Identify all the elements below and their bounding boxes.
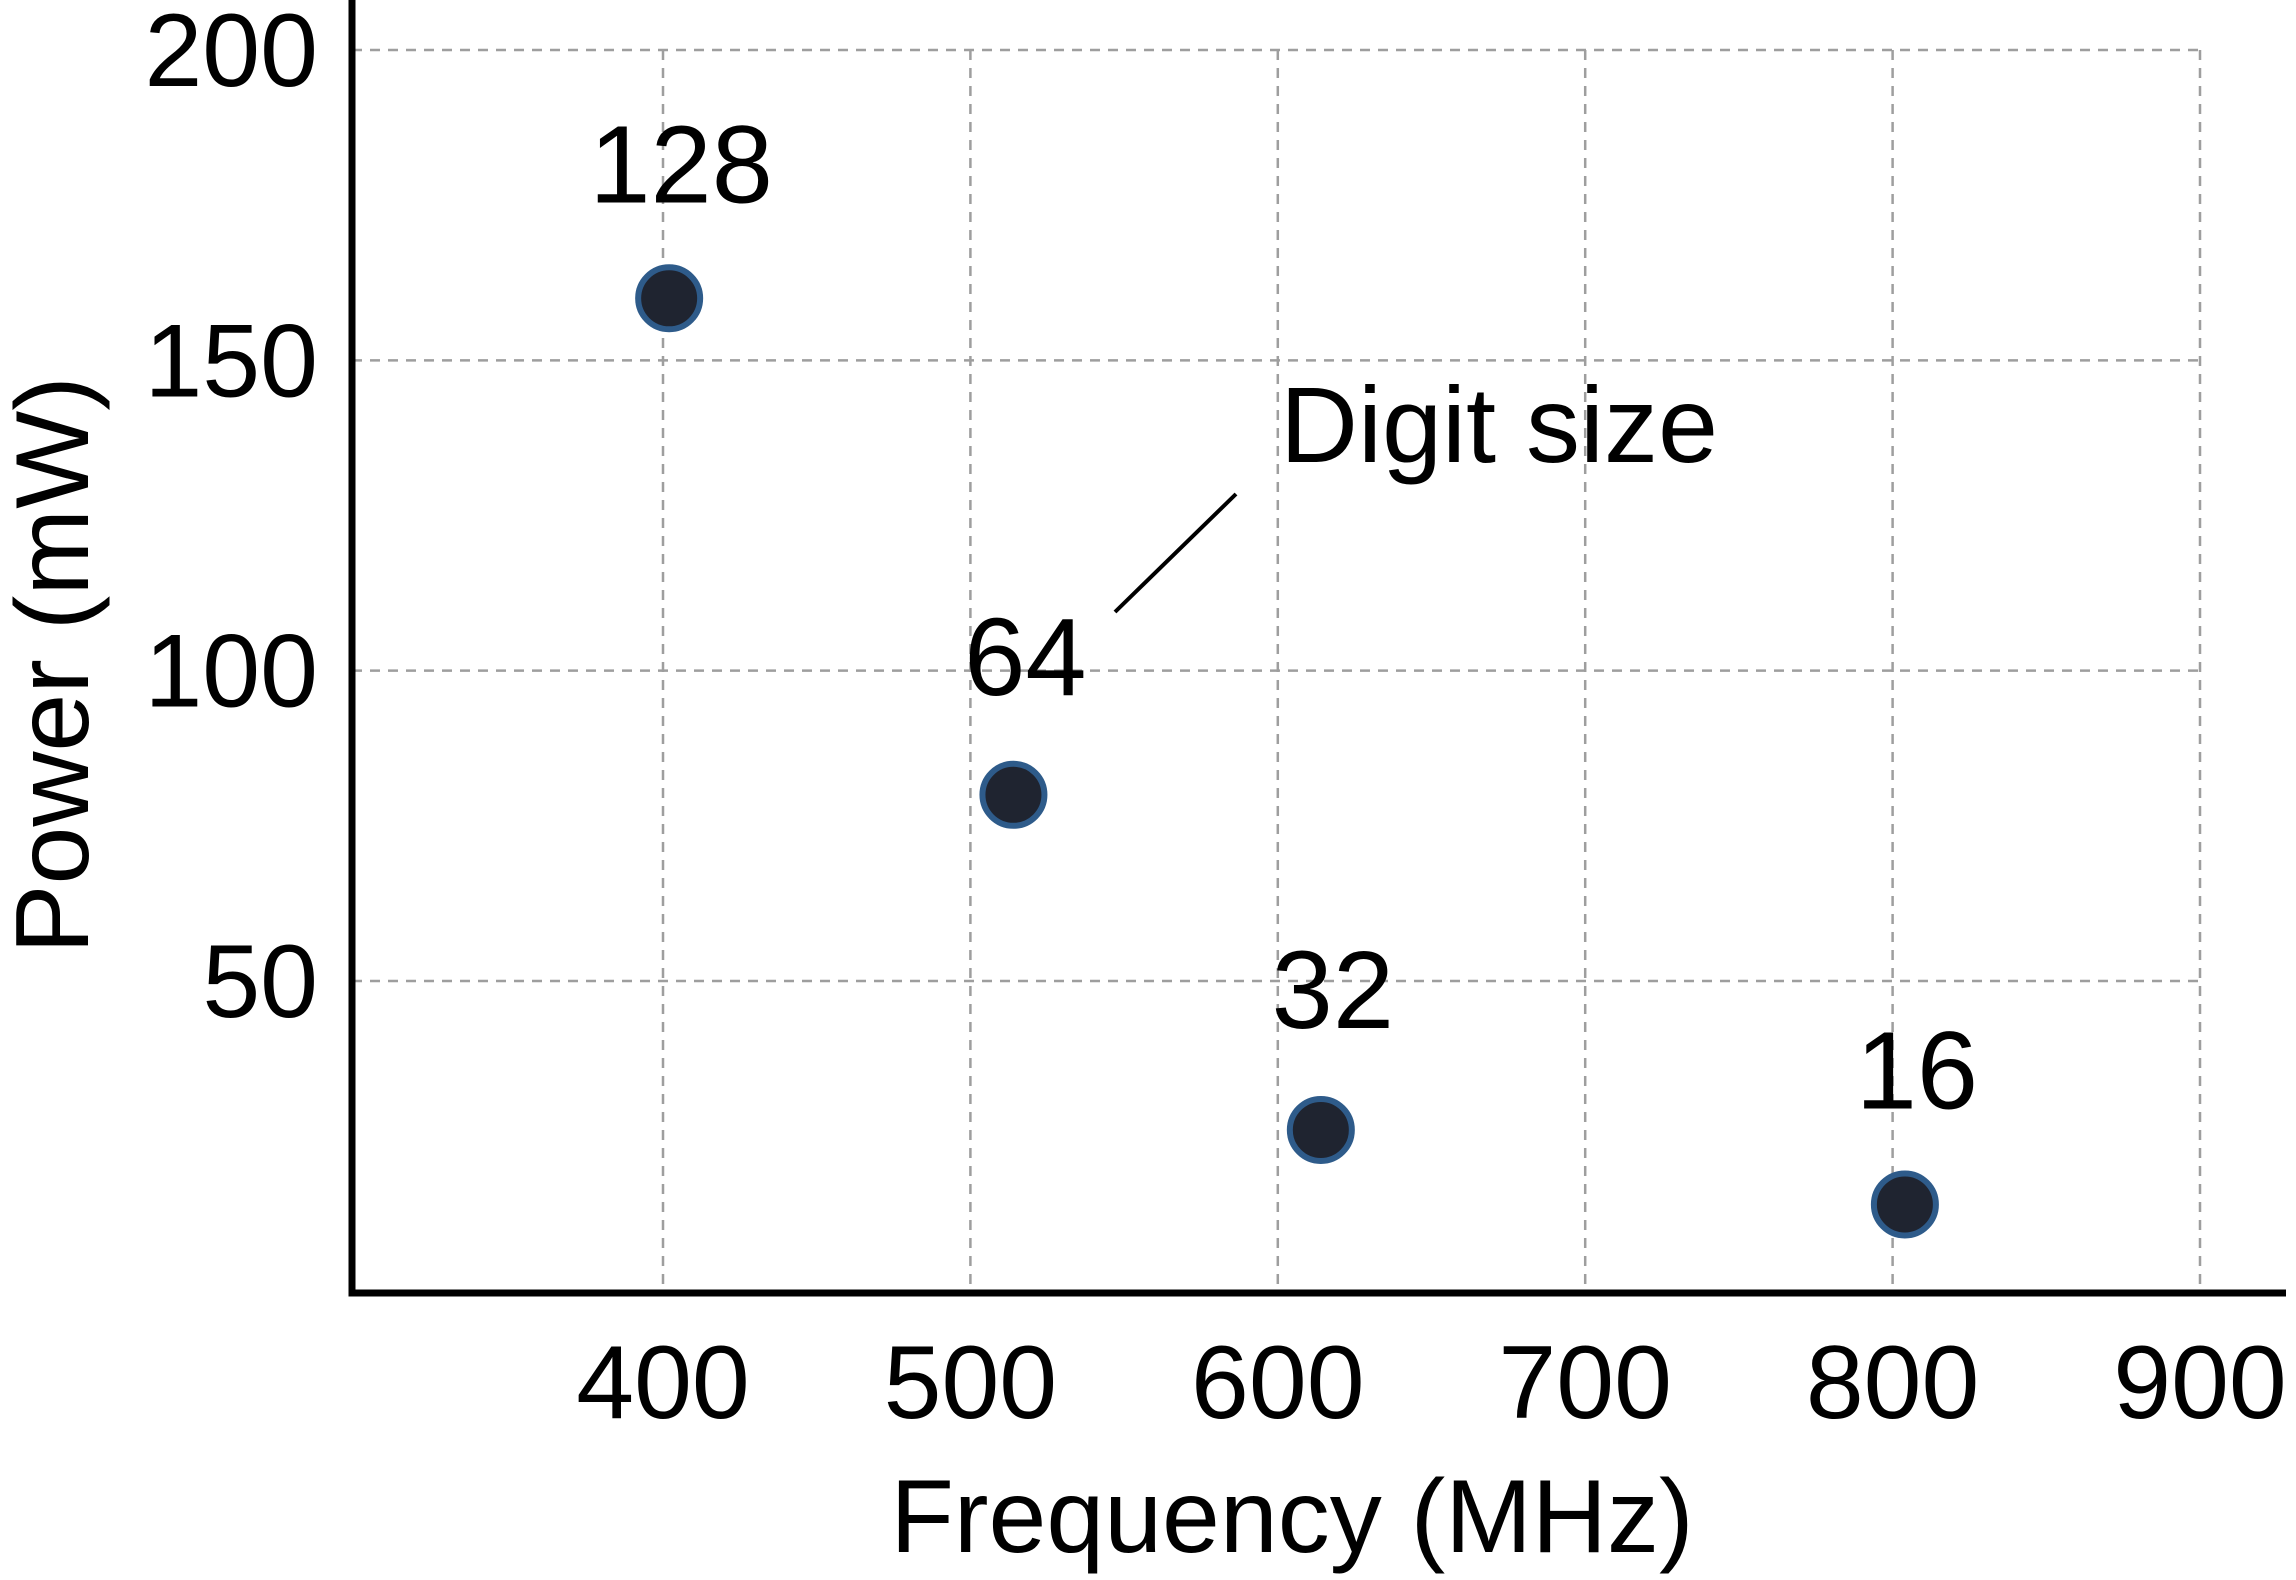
y-axis-title: Power (mW) — [0, 376, 111, 954]
data-point — [979, 760, 1048, 829]
y-tick-label: 100 — [144, 614, 318, 730]
x-tick-label: 600 — [1191, 1325, 1365, 1441]
grid — [352, 48, 2202, 1293]
point-label: 16 — [1856, 1009, 1978, 1132]
annotation-text: Digit size — [1280, 364, 1718, 485]
x-axis-title: Frequency (MHz) — [890, 1459, 1693, 1575]
annotation-leader-line — [1113, 492, 1238, 614]
point-label: 32 — [1272, 929, 1394, 1052]
y-tick-label: 150 — [144, 303, 318, 419]
x-tick-label: 800 — [1806, 1325, 1980, 1441]
data-point — [635, 264, 704, 333]
annotation: Digit size — [1113, 364, 1718, 614]
data-point — [1870, 1170, 1939, 1239]
x-tick-label: 900 — [2113, 1325, 2287, 1441]
point-label: 64 — [964, 596, 1086, 719]
y-tick-label: 200 — [144, 0, 318, 109]
axes — [348, 0, 2286, 1297]
data-point — [1286, 1095, 1355, 1164]
x-tick-label: 700 — [1498, 1325, 1672, 1441]
data-points — [635, 264, 1939, 1239]
point-labels: 128 64 32 16 — [589, 103, 1978, 1132]
x-tick-label: 400 — [576, 1325, 750, 1441]
point-label: 128 — [589, 103, 773, 226]
tick-labels: 400 500 600 700 800 900 50 100 150 200 — [144, 0, 2286, 1441]
y-tick-label: 50 — [202, 924, 318, 1040]
x-tick-label: 500 — [884, 1325, 1058, 1441]
